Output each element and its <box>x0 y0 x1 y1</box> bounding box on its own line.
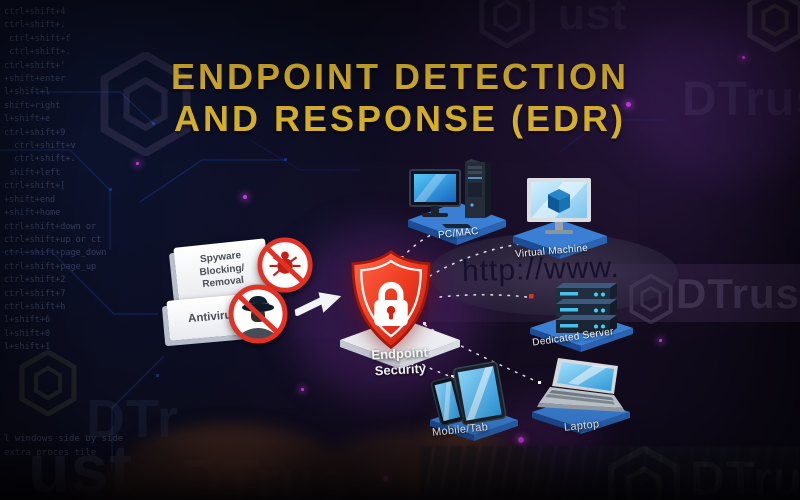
laptop-icon <box>532 358 630 434</box>
title-line-1: ENDPOINT DETECTION <box>170 56 629 97</box>
shield-lock-icon <box>351 249 431 350</box>
dtrust-watermark: DTrust <box>682 73 800 126</box>
bottom-shade <box>0 440 800 500</box>
purple-glow <box>620 20 800 180</box>
dtrust-watermark: ust <box>558 0 627 39</box>
purple-dot <box>659 339 662 342</box>
dedicated-server-icon <box>530 283 633 352</box>
right-arrow-icon <box>293 292 342 316</box>
purple-dot <box>626 102 631 107</box>
no-hacker-icon <box>228 284 288 344</box>
dtrust-hexagon-watermark <box>100 52 191 156</box>
purple-dot <box>243 195 247 199</box>
dtrust-hexagon-watermark <box>747 0 800 52</box>
dtrust-watermark: DTrust <box>676 270 800 317</box>
purple-dot <box>136 162 139 165</box>
endpoint-security-label: Endpoint Security <box>371 344 429 379</box>
purple-dot <box>742 56 745 59</box>
device-pc-mac: PC/MAC <box>402 152 512 252</box>
device-laptop: Laptop <box>526 356 638 436</box>
purple-dot <box>301 388 304 391</box>
page-title: ENDPOINT DETECTION AND RESPONSE (EDR) <box>0 56 800 140</box>
device-dedicated-server: Dedicated Server <box>524 266 642 356</box>
no-malware-icon <box>257 237 313 293</box>
dtrust-hexagon-watermark <box>19 350 77 416</box>
background-code-text: ctrl+shift+4 ctrl+shift+, ctrl+shift+f c… <box>4 7 107 353</box>
device-virtual-machine: Virtual Machine <box>505 176 615 266</box>
virtual-machine-icon <box>513 178 607 259</box>
title-line-2: AND RESPONSE (EDR) <box>173 98 627 139</box>
dtrust-hexagon-watermark <box>479 0 535 48</box>
